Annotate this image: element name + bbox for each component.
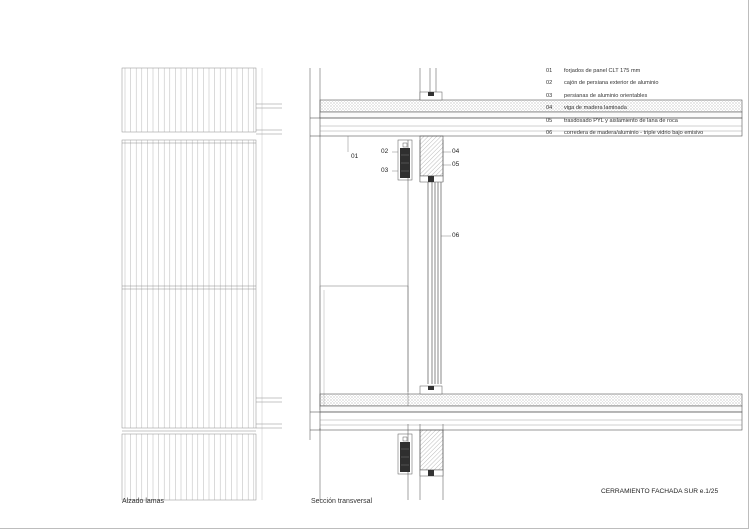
leader-lines	[347, 136, 451, 237]
blind-box-upper	[397, 139, 413, 181]
callout-01: 01	[351, 153, 359, 160]
blind-box-lower	[397, 433, 413, 475]
wall-insulation-lower	[419, 429, 444, 477]
callout-05: 05	[452, 161, 460, 168]
legend-num: 01	[546, 68, 553, 74]
sheet-title: CERRAMIENTO FACHADA SUR e.1/25	[601, 488, 719, 495]
legend-item: 04 viga de madera laminada	[546, 105, 703, 117]
legend-item: 01 forjados de panel CLT 175 mm	[546, 68, 703, 80]
section-drawing	[309, 68, 444, 500]
floor-slab-lower	[310, 385, 743, 431]
legend-text: persianas de aluminio orientables	[564, 92, 648, 99]
section-label: Sección transversal	[311, 498, 373, 505]
callout-04: 04	[452, 148, 460, 155]
callout-03: 03	[381, 167, 389, 174]
elevation-louvres	[121, 67, 282, 501]
elevation-label: Alzado lamas	[122, 498, 165, 505]
legend-text: cajón de persiana exterior de aluminio	[564, 80, 659, 87]
legend-item: 05 trasdosado PYL y aislamiento de lana d…	[546, 118, 703, 130]
legend-item: 03 persianas de aluminio orientables	[546, 93, 703, 105]
legend-item: 06 corredera de madera/aluminio - triple …	[546, 130, 703, 142]
legend-num: 06	[546, 129, 553, 136]
legend: 01 forjados de panel CLT 175 mm 02 cajón d…	[546, 68, 703, 142]
legend-text: viga de madera laminada	[564, 105, 627, 112]
wall-insulation-upper	[419, 135, 444, 183]
legend-num: 04	[546, 105, 553, 112]
legend-num: 02	[546, 80, 553, 87]
legend-text: forjados de panel CLT 175 mm	[564, 68, 641, 74]
floor-slab-upper	[310, 91, 743, 137]
callout-02: 02	[381, 148, 389, 155]
legend-text: trasdosado PYL y aislamiento de lana de …	[564, 117, 678, 124]
legend-num: 03	[546, 92, 553, 99]
legend-item: 02 cajón de persiana exterior de aluminio	[546, 80, 703, 92]
legend-text: corredera de madera/aluminio - triple vi…	[564, 129, 704, 136]
callout-06: 06	[452, 232, 460, 239]
legend-num: 05	[546, 117, 553, 124]
